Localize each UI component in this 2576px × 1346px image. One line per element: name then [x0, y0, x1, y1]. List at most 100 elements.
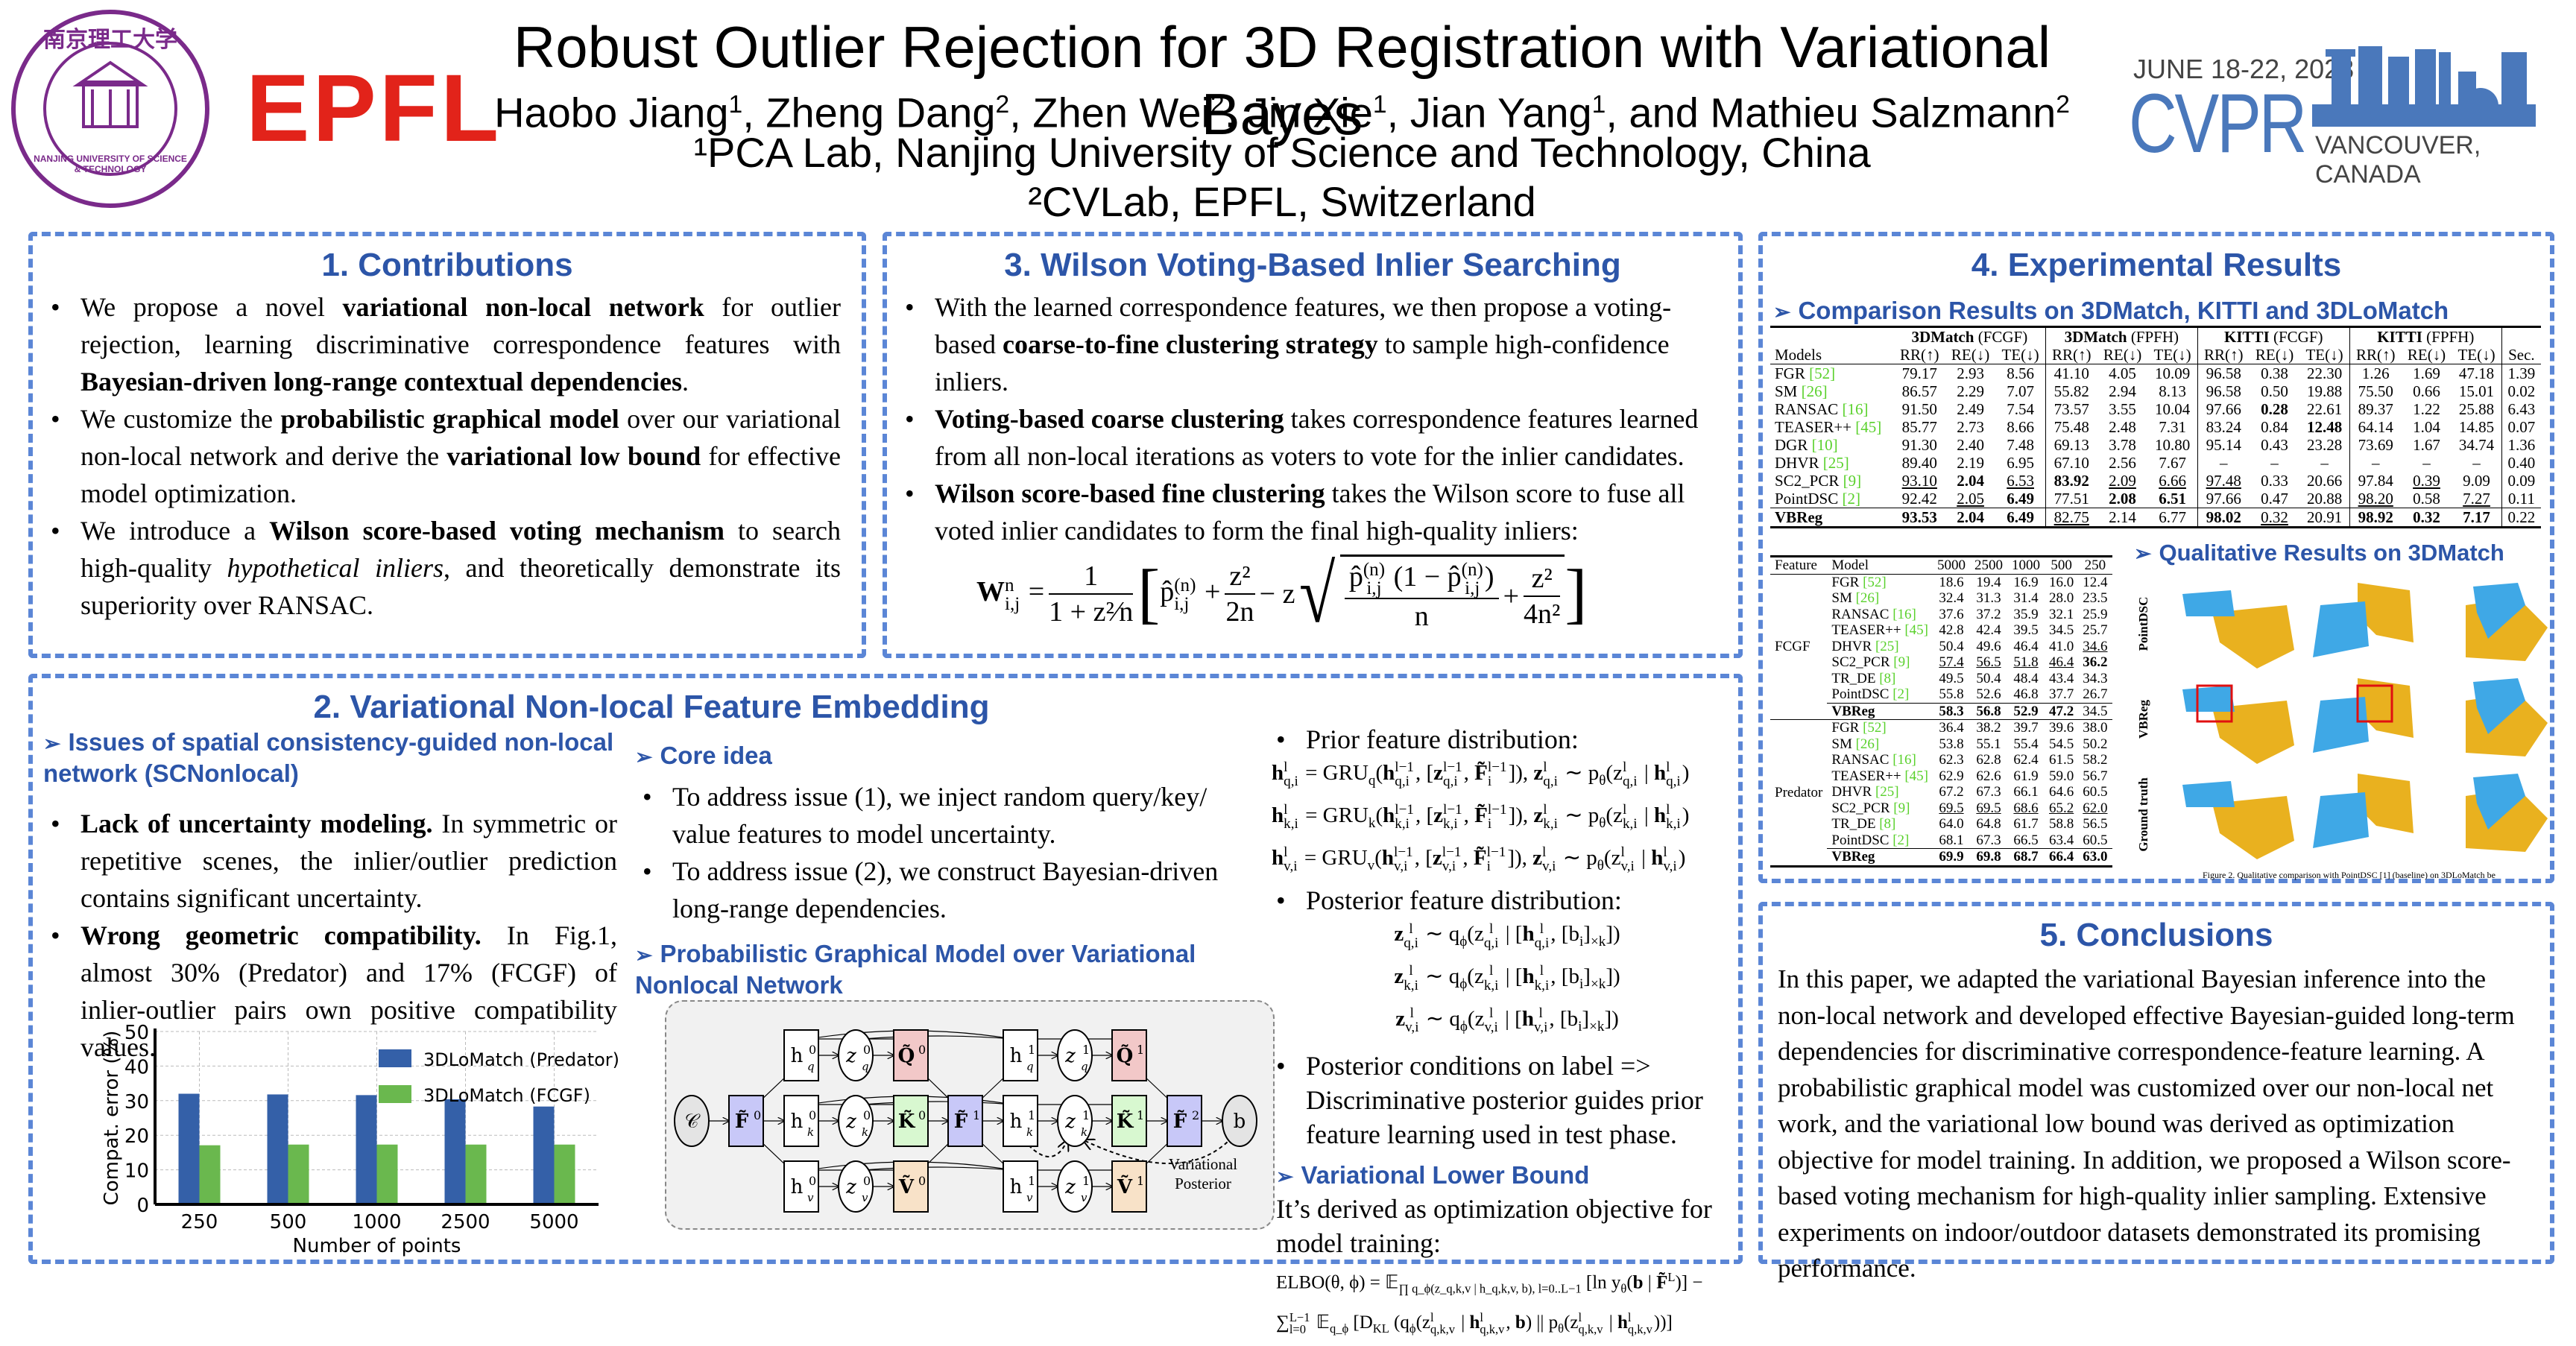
bar-predator-5000: [533, 1106, 555, 1204]
node-label: Ṽ: [1117, 1175, 1133, 1198]
core-idea-heading: ➢Core idea: [635, 741, 1269, 772]
node-label: b: [1234, 1110, 1246, 1133]
node-hk0: [783, 1095, 819, 1147]
node-V1: [1111, 1160, 1147, 1213]
bar-predator-500: [267, 1094, 288, 1204]
citation-ref: [9]: [1843, 472, 1862, 490]
y-tick-label: 40: [124, 1056, 149, 1078]
bullet-text: coarse-to-fine clustering strategy: [1002, 329, 1378, 359]
value-cell: 0.07: [2501, 418, 2541, 436]
model-name: PointDSC: [1775, 490, 1839, 508]
value-cell: 1.26: [2349, 364, 2402, 382]
value-cell: 15.01: [2458, 382, 2495, 400]
value-cell: 2.14: [2109, 508, 2136, 526]
pgm-heading-text: Probabilistic Graphical Model over Varia…: [635, 940, 1196, 999]
value-cell: 62.6: [1976, 768, 2001, 784]
bullet-text: Bayesian-driven long-range contextual de…: [80, 367, 682, 396]
bullet-text: Wilson score-based voting mechanism: [269, 516, 724, 546]
value-cell: 96.58: [2197, 364, 2250, 382]
author-list: Haobo Jiang1, Zheng Dang2, Zhen Wei2, Ji…: [447, 80, 2117, 138]
value-cell: 83.24: [2197, 418, 2250, 436]
node-superscript: 1: [1137, 1043, 1144, 1057]
node-label: z: [845, 1110, 856, 1133]
vancouver-skyline-icon: [2312, 46, 2536, 127]
value-cell: 23.28: [2306, 436, 2343, 454]
citation-ref: [26]: [1855, 736, 1880, 752]
arrow-bullet-icon: ➢: [635, 745, 653, 768]
value-cell: 61.5: [2049, 752, 2074, 768]
author-affiliation-mark: 1: [1372, 91, 1387, 119]
comparison-heading-text: Comparison Results on 3DMatch, KITTI and…: [1798, 297, 2449, 324]
value-cell: 37.6: [1939, 606, 1964, 622]
citation-ref: [25]: [1822, 454, 1849, 472]
value-cell: 93.10: [1901, 472, 1937, 490]
value-cell: 69.8: [1970, 848, 2007, 866]
node-label: h: [1010, 1045, 1023, 1067]
node-superscript: 1: [1137, 1108, 1144, 1122]
node-K0: [893, 1095, 929, 1147]
affiliation-2: ²CVLab, EPFL, Switzerland: [1028, 178, 1536, 225]
model-name: RANSAC: [1831, 606, 1890, 622]
node-label: h: [1010, 1110, 1023, 1133]
column-group-header: 3DMatch (FPFH): [2045, 326, 2198, 346]
value-cell: 69.5: [1939, 800, 1964, 816]
value-cell: 66.1: [2013, 784, 2039, 800]
value-cell: 50.4: [1939, 638, 1964, 654]
value-cell: 25.9: [2083, 606, 2108, 622]
fraction-denominator: 2n: [1225, 596, 1254, 628]
model-name: VBReg: [1831, 703, 1875, 719]
model-name: FGR: [1775, 364, 1805, 382]
group-feature: (FCGF): [1974, 328, 2028, 346]
registration-render-1-0: [2182, 686, 2294, 764]
node-superscript: 0: [863, 1174, 871, 1188]
model-name: RANSAC: [1831, 752, 1890, 768]
qualitative-heading-text: Qualitative Results on 3DMatch: [2159, 540, 2504, 566]
affiliation-1: ¹PCA Lab, Nanjing University of Science …: [693, 129, 1871, 176]
model-cell: RANSAC [16]: [1827, 607, 1933, 623]
bar-predator-250: [178, 1093, 200, 1204]
citation-ref: [26]: [1855, 590, 1880, 606]
node-C: [674, 1095, 710, 1147]
model-cell: SM [26]: [1827, 736, 1933, 753]
model-cell: VBReg: [1770, 508, 1894, 528]
legend-swatch: [379, 1049, 411, 1067]
vlb-heading: ➢Variational Lower Bound: [1276, 1160, 1738, 1192]
value-cell: 2.93: [1957, 364, 1984, 382]
model-cell: VBReg: [1827, 848, 1933, 866]
citation-ref: [16]: [1842, 400, 1869, 418]
node-V0: [893, 1160, 929, 1213]
qualitative-row-label: Ground truth: [2136, 777, 2150, 852]
citation-ref: [2]: [1892, 686, 1910, 702]
value-cell: 2.09: [2109, 472, 2136, 490]
node-F0: [728, 1095, 764, 1147]
value-cell: 89.40: [1901, 454, 1937, 472]
model-name: DHVR: [1831, 638, 1872, 654]
value-cell: 16.9: [2013, 574, 2039, 590]
bullet-item: We introduce a Wilson score-based voting…: [51, 512, 841, 624]
group-feature: (FPFH): [2422, 328, 2475, 346]
value-cell: 7.54: [2007, 400, 2034, 418]
node-superscript: 0: [809, 1108, 816, 1122]
value-cell: 67.10: [2045, 454, 2097, 472]
registration-render-0-1: [2313, 583, 2414, 657]
qualitative-row-label: PointDSC: [2136, 597, 2150, 651]
model-cell: RANSAC [16]: [1770, 400, 1894, 418]
fraction-numerator: 1: [1049, 559, 1134, 595]
model-name: SM: [1775, 382, 1798, 400]
model-name: DHVR: [1831, 784, 1872, 800]
conclusions-text: In this paper, we adapted the variationa…: [1778, 964, 2515, 1283]
x-tick-label: 2500: [441, 1211, 490, 1233]
value-cell: 85.77: [1901, 418, 1937, 436]
node-label: Q̃: [1117, 1044, 1134, 1067]
citation-ref: [2]: [1842, 490, 1860, 508]
x-axis-label: Number of points: [293, 1235, 461, 1257]
value-cell: 89.37: [2349, 400, 2402, 418]
y-tick-label: 20: [124, 1125, 149, 1148]
variational-embedding-panel: 2. Variational Non-local Feature Embeddi…: [28, 674, 1743, 1336]
